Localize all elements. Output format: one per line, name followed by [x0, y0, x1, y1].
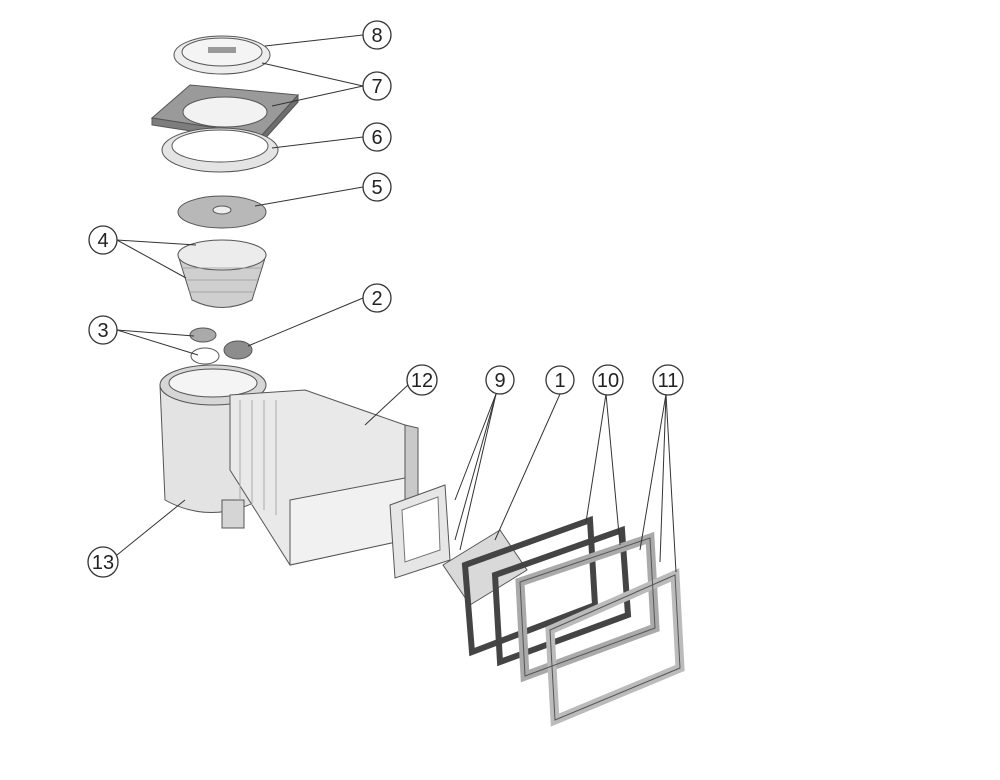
svg-text:8: 8: [371, 25, 382, 47]
callout-11: 11: [652, 364, 684, 396]
part-small-frame: [389, 484, 451, 579]
svg-text:1: 1: [554, 370, 565, 392]
part-ring: [161, 127, 279, 173]
callout-4: 4: [88, 225, 118, 255]
part-disc: [177, 195, 267, 229]
callout-3: 3: [88, 315, 118, 345]
svg-text:10: 10: [597, 370, 619, 392]
part-basket: [177, 239, 267, 308]
callout-13: 13: [87, 546, 119, 578]
svg-text:5: 5: [371, 177, 382, 199]
part-gaskets: [461, 515, 632, 667]
svg-text:9: 9: [494, 370, 505, 392]
callout-9: 9: [485, 365, 515, 395]
callout-1: 1: [545, 365, 575, 395]
svg-text:11: 11: [658, 370, 679, 392]
svg-text:6: 6: [371, 127, 382, 149]
callout-7: 7: [362, 71, 392, 101]
leader-lines: [116, 34, 677, 573]
callout-5: 5: [362, 172, 392, 202]
part-faceplates: [515, 531, 685, 727]
svg-text:7: 7: [371, 76, 382, 98]
callout-2: 2: [362, 283, 392, 313]
svg-text:12: 12: [411, 370, 433, 392]
svg-text:13: 13: [92, 552, 114, 574]
part-lid: [173, 35, 271, 75]
callout-8: 8: [362, 20, 392, 50]
callout-10: 10: [592, 364, 624, 396]
part-body: [159, 364, 419, 566]
svg-text:3: 3: [97, 320, 108, 342]
callout-12: 12: [406, 364, 438, 396]
part-valves: [189, 327, 253, 365]
svg-text:4: 4: [97, 230, 108, 252]
callout-6: 6: [362, 122, 392, 152]
svg-text:2: 2: [371, 288, 382, 310]
